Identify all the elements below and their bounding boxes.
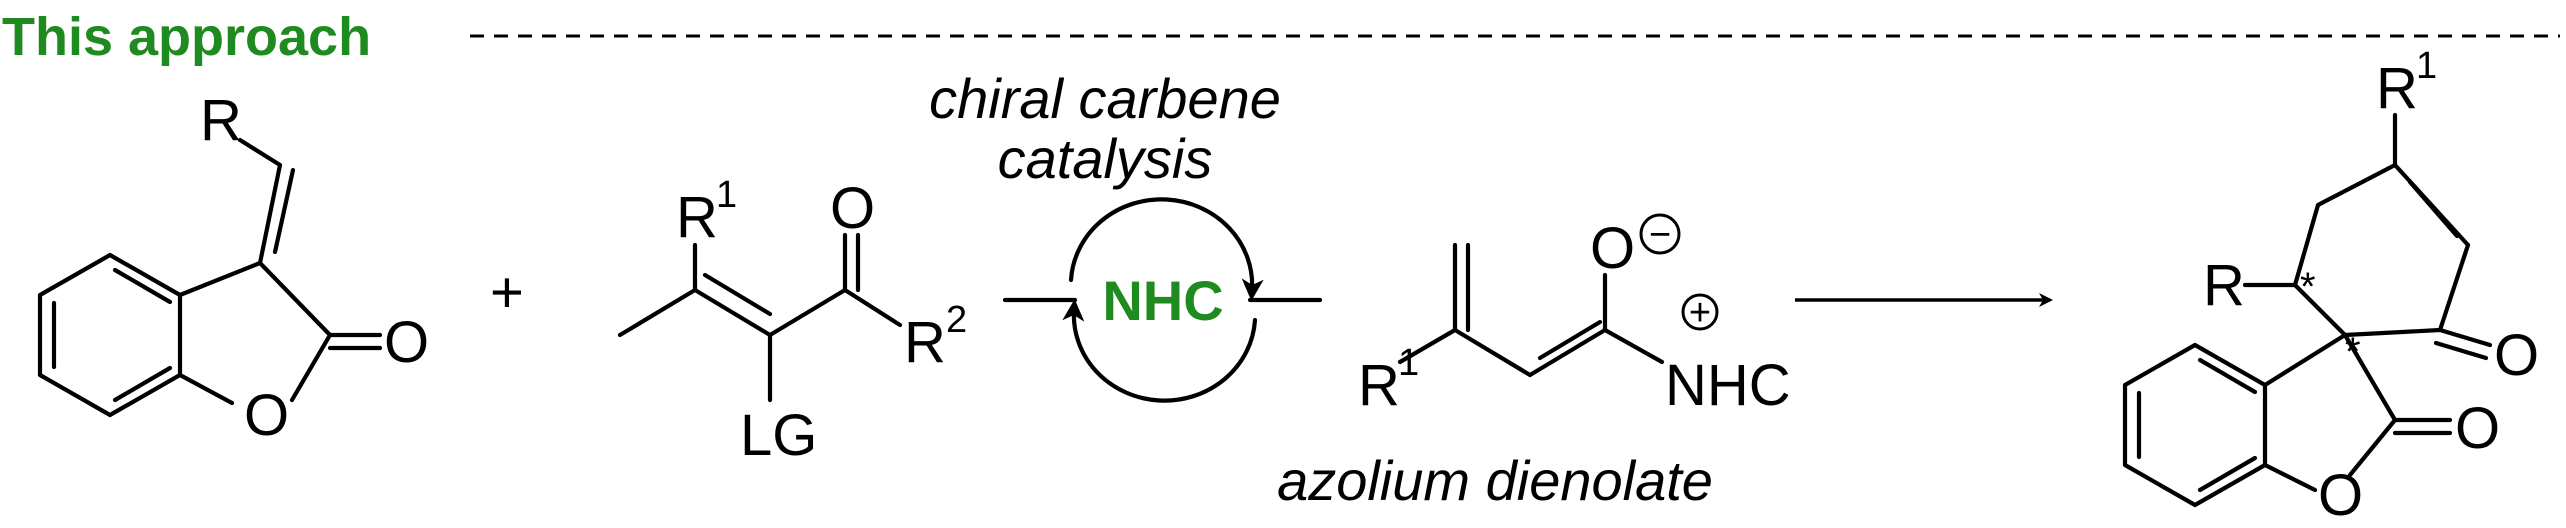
catalytic-cycle: chiral carbene catalysis NHC bbox=[929, 67, 1323, 403]
plus-sign: + bbox=[490, 260, 524, 325]
alkylidene-r-bond bbox=[237, 137, 283, 168]
cyclohexenone-alkene-b bbox=[2407, 179, 2460, 239]
product-ring-o: O bbox=[2318, 463, 2363, 528]
product-r1-superscript: 1 bbox=[2416, 45, 2437, 87]
exocyclic-alkene-a bbox=[257, 162, 283, 266]
catalysis-label-line1: chiral carbene bbox=[929, 67, 1281, 130]
dienolate-o-label: O bbox=[1590, 216, 1635, 281]
substrate-benzofuranone: R O O bbox=[37, 88, 429, 448]
cyclohexenone-ring bbox=[2292, 162, 2471, 338]
spiro-lactone-bond bbox=[2342, 332, 2398, 423]
enone-methyl-bond bbox=[617, 287, 698, 338]
substrate2-o-label: O bbox=[830, 176, 875, 241]
positive-charge-circle bbox=[1681, 293, 1719, 331]
intermediate-azolium-dienolate: O − + NHC R 1 azolium dienolate bbox=[1277, 213, 1791, 512]
substrate1-ring-o: O bbox=[244, 383, 289, 448]
product-spirocycle: R 1 R * * O O O bbox=[2122, 45, 2539, 528]
exocyclic-alkene-b bbox=[272, 167, 296, 255]
dienolate-r1-label: R bbox=[1358, 353, 1400, 418]
scheme-title: This approach bbox=[2, 7, 371, 67]
product-benzene-double-a bbox=[2197, 357, 2258, 395]
negative-charge-circle bbox=[1639, 213, 1681, 255]
stereocenter-star-1: * bbox=[2300, 265, 2316, 309]
lactone-o-bond-a bbox=[2347, 417, 2398, 478]
dienolate-c-nhc-bond bbox=[1602, 327, 1665, 365]
enone-r2-bond bbox=[842, 287, 903, 328]
enone-alkene-b bbox=[702, 272, 773, 317]
substrate1-carbonyl-o: O bbox=[384, 310, 429, 375]
product-ketone-o: O bbox=[2494, 323, 2539, 388]
substrate1-r-label: R bbox=[200, 88, 242, 153]
product-benzene-double-c bbox=[2197, 455, 2258, 493]
dienolate-c-c-bond bbox=[1452, 327, 1533, 378]
substrate2-r1-superscript: 1 bbox=[716, 174, 737, 216]
lactone-ring-1 bbox=[177, 260, 333, 403]
substrate2-r2-label: R bbox=[904, 310, 946, 375]
substrate2-r1-label: R bbox=[676, 185, 718, 250]
positive-charge-sign: + bbox=[1689, 292, 1711, 334]
dienolate-r1-superscript: 1 bbox=[1398, 342, 1419, 384]
spiro-aryl-bond bbox=[2262, 332, 2348, 388]
dienolate-nhc-label: NHC bbox=[1665, 353, 1791, 418]
benzene-double-bond-1c bbox=[112, 365, 173, 403]
catalyst-nhc-label: NHC bbox=[1102, 269, 1223, 332]
benzene-double-bond-1a bbox=[112, 267, 173, 305]
cycle-arc-top bbox=[1068, 197, 1264, 301]
enone-c-c-bond bbox=[767, 287, 848, 338]
cycle-arc-bottom bbox=[1062, 299, 1258, 403]
negative-charge-sign: − bbox=[1649, 214, 1671, 256]
product-r1-label: R bbox=[2376, 56, 2418, 121]
benzene-ring-1 bbox=[37, 252, 183, 418]
ketone-bond-b bbox=[2433, 340, 2489, 361]
catalysis-label-line2: catalysis bbox=[998, 127, 1213, 190]
substrate2-r2-superscript: 2 bbox=[946, 299, 967, 341]
lactone-o-bond-1 bbox=[177, 372, 235, 406]
dienolate-r1-bond bbox=[1397, 327, 1458, 365]
benzene-ring-product bbox=[2122, 342, 2268, 508]
lactone-o-bond-b bbox=[2262, 462, 2318, 493]
substrate-enone: R 1 O R 2 LG bbox=[617, 174, 967, 468]
product-lactone-o: O bbox=[2455, 396, 2500, 461]
substrate2-lg-label: LG bbox=[740, 403, 817, 468]
enone-alkene-a bbox=[692, 287, 773, 338]
product-r-label: R bbox=[2203, 253, 2245, 318]
ketone-bond-a bbox=[2437, 327, 2493, 348]
dienolate-alkene-a bbox=[1527, 327, 1608, 378]
dienolate-caption: azolium dienolate bbox=[1277, 449, 1713, 512]
stereocenter-star-2: * bbox=[2345, 330, 2361, 374]
dienolate-alkene-b bbox=[1537, 319, 1603, 361]
